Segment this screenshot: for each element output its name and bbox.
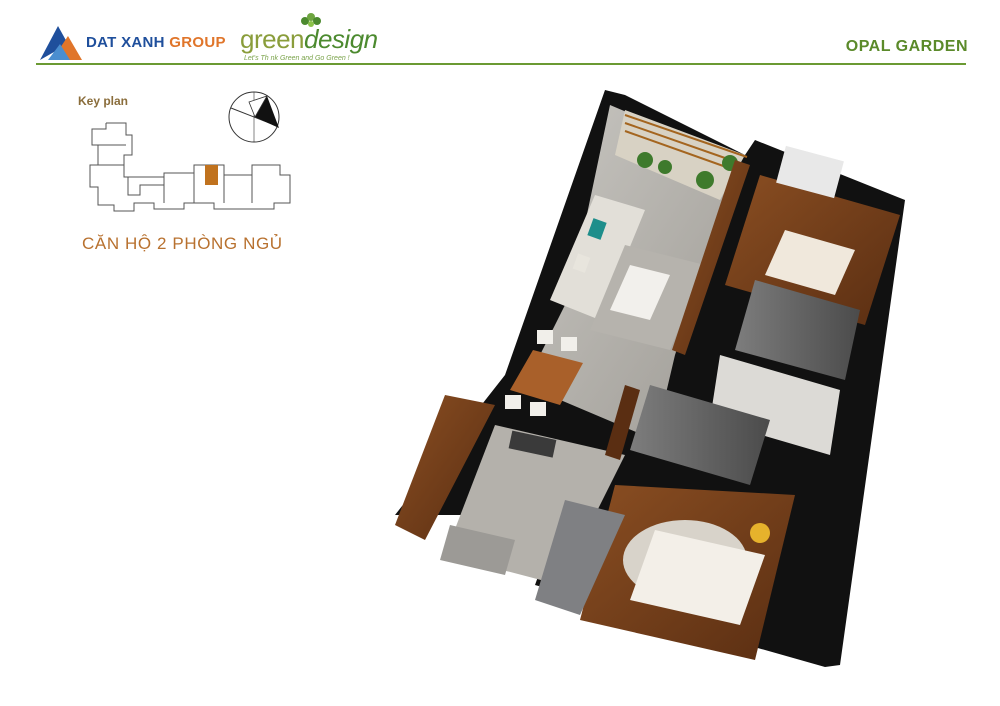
fridge: [440, 525, 515, 575]
bed-2: [630, 530, 765, 625]
bathroom: [710, 355, 840, 455]
keyplan-map: [89, 122, 291, 212]
partner-logo: greendesign: [240, 24, 378, 54]
header-divider: [36, 63, 966, 65]
kitchen-counter: [395, 395, 495, 540]
leaf-logo-icon: [301, 13, 321, 27]
header: DAT XANH GROUP greendesign Let's Th nk G…: [0, 0, 1000, 70]
company-name: DAT XANH GROUP: [86, 34, 226, 51]
keyplan-highlight-unit: [205, 165, 218, 185]
shower-glass: [630, 385, 770, 485]
keyplan-label: Key plan: [78, 94, 129, 108]
armchair: [750, 523, 770, 543]
apartment-title: CĂN HỘ 2 PHÒNG NGỦ: [82, 234, 283, 253]
dat-xanh-logo-icon: [40, 26, 82, 60]
cushion: [572, 253, 591, 273]
wardrobe: [535, 500, 625, 615]
glass-wall: [735, 280, 860, 380]
project-title: OPAL GARDEN: [845, 38, 968, 55]
partner-tagline: Let's Th nk Green and Go Green !: [244, 55, 350, 62]
floorplan-render: [395, 90, 905, 667]
coffee-table: [610, 265, 670, 320]
kitchen-sink: [508, 430, 557, 458]
dining-table: [510, 350, 583, 405]
window: [776, 145, 844, 199]
partition-wall: [672, 160, 750, 355]
sofa: [550, 195, 645, 320]
bathroom-door: [605, 385, 640, 460]
bed-1: [765, 230, 855, 295]
compass-icon: [228, 91, 280, 143]
cushion: [587, 218, 607, 240]
